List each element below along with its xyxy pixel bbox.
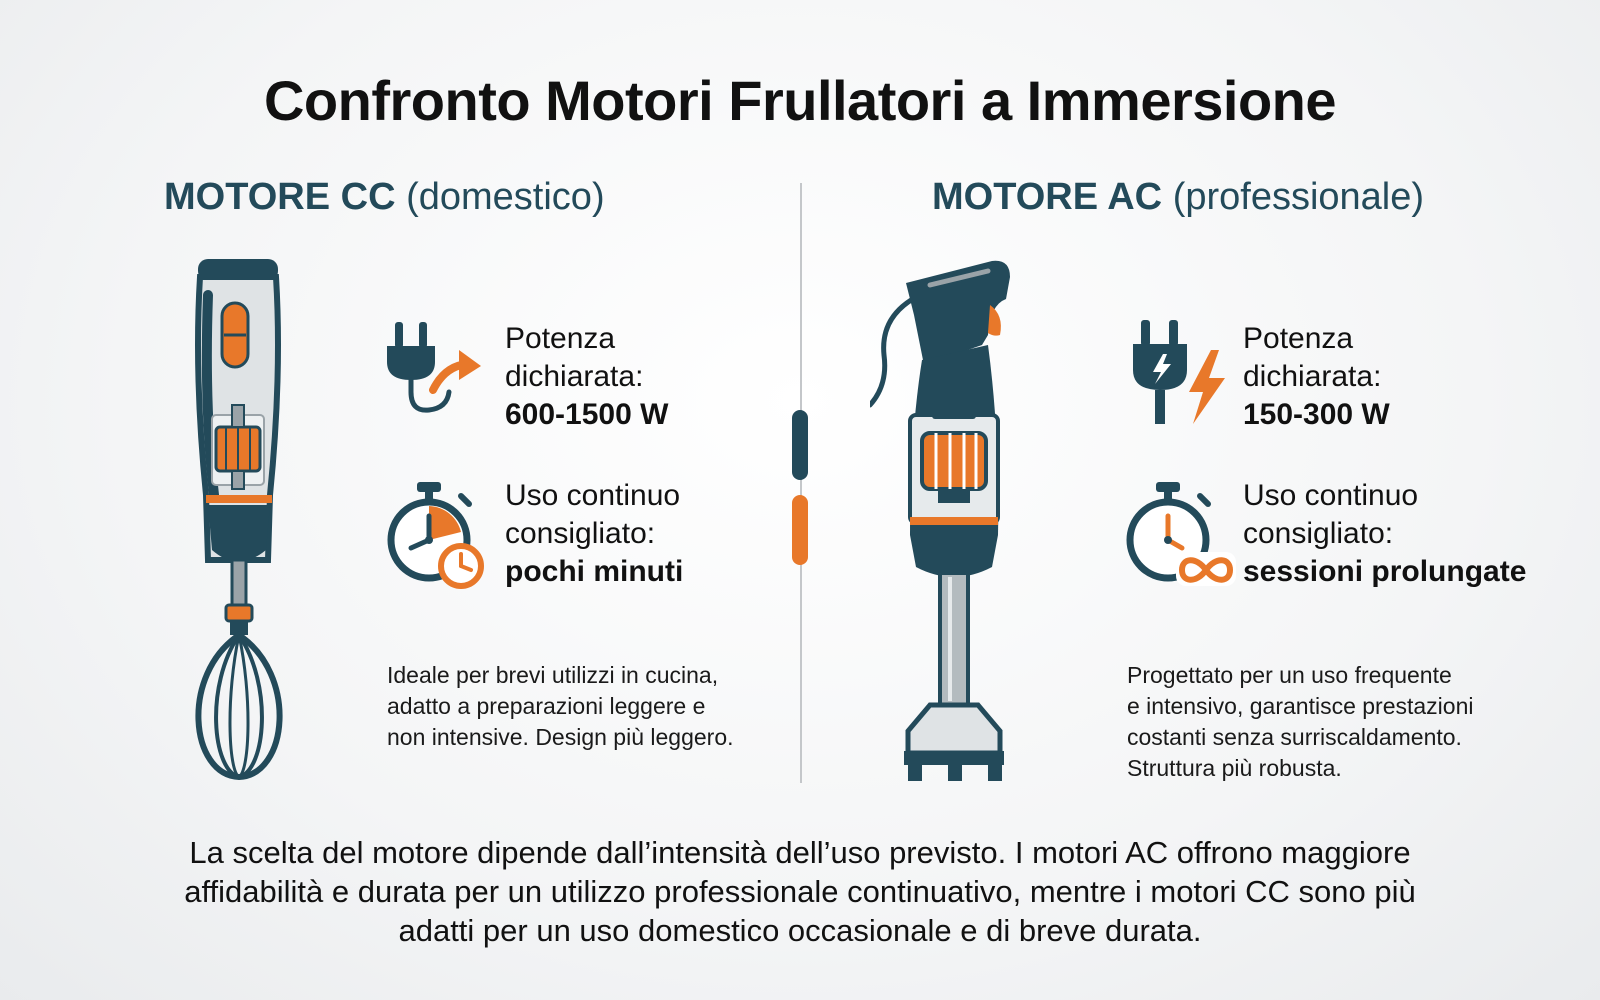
spec-power-cc-label-1: Potenza	[505, 322, 616, 355]
hand-blender-whisk-icon	[195, 259, 283, 781]
spec-use-cc: Uso continuo consigliato: pochi minuti	[505, 477, 683, 591]
spec-use-cc-label-2: consigliato:	[505, 517, 656, 550]
hand-blender-professional-icon	[870, 260, 1010, 781]
heading-motore-ac: MOTORE AC (professionale)	[932, 176, 1424, 219]
divider-pill-orange	[792, 495, 808, 565]
spec-use-ac-label-1: Uso continuo	[1243, 479, 1419, 512]
summary-line: La scelta del motore dipende dall’intens…	[189, 835, 1411, 870]
summary-line: affidabilità e durata per un utilizzo pr…	[184, 874, 1416, 909]
page-title: Confronto Motori Frullatori a Immersione	[263, 69, 1337, 132]
spec-use-ac-label-2: consigliato:	[1243, 517, 1394, 550]
spec-power-cc: Potenza dichiarata: 600-1500 W	[505, 320, 668, 434]
divider-pill-teal	[792, 410, 808, 480]
description-ac-line: Progettato per un uso frequente	[1127, 662, 1452, 688]
heading-cc-strong: MOTORE CC	[164, 176, 396, 218]
heading-ac-strong: MOTORE AC	[932, 176, 1163, 218]
description-ac: Progettato per un uso frequente e intens…	[1127, 660, 1537, 784]
spec-use-cc-label-1: Uso continuo	[505, 479, 681, 512]
plug-arrow-icon	[387, 322, 481, 413]
description-ac-line: costanti senza surriscaldamento.	[1127, 724, 1462, 750]
center-divider	[800, 183, 802, 783]
spec-power-ac: Potenza dichiarata: 150-300 W	[1243, 320, 1390, 434]
summary-line: adatti per un uso domestico occasionale …	[398, 913, 1202, 948]
spec-use-ac-value: sessioni prolungate	[1243, 555, 1527, 588]
heading-cc-light: (domestico)	[406, 176, 605, 218]
stopwatch-infinity-icon	[1126, 482, 1236, 586]
spec-power-cc-label-2: dichiarata:	[505, 360, 644, 393]
summary-text: La scelta del motore dipende dall’intens…	[120, 833, 1480, 950]
description-cc-line: adatto a preparazioni leggere e	[387, 693, 706, 719]
spec-power-cc-value: 600-1500 W	[505, 398, 669, 431]
spec-power-ac-value: 150-300 W	[1243, 398, 1390, 431]
spec-power-ac-label-1: Potenza	[1243, 322, 1354, 355]
heading-ac-light: (professionale)	[1172, 176, 1425, 218]
description-ac-line: e intensivo, garantisce prestazioni	[1127, 693, 1474, 719]
description-ac-line: Struttura più robusta.	[1127, 755, 1342, 781]
stopwatch-clock-icon	[387, 482, 484, 589]
plug-lightning-icon	[1133, 320, 1225, 424]
spec-use-cc-value: pochi minuti	[505, 555, 684, 588]
description-cc-line: non intensive. Design più leggero.	[387, 724, 734, 750]
description-cc: Ideale per brevi utilizzi in cucina, ada…	[387, 660, 777, 753]
description-cc-line: Ideale per brevi utilizzi in cucina,	[387, 662, 719, 688]
heading-motore-cc: MOTORE CC (domestico)	[164, 176, 605, 219]
spec-power-ac-label-2: dichiarata:	[1243, 360, 1382, 393]
spec-use-ac: Uso continuo consigliato: sessioni prolu…	[1243, 477, 1526, 591]
